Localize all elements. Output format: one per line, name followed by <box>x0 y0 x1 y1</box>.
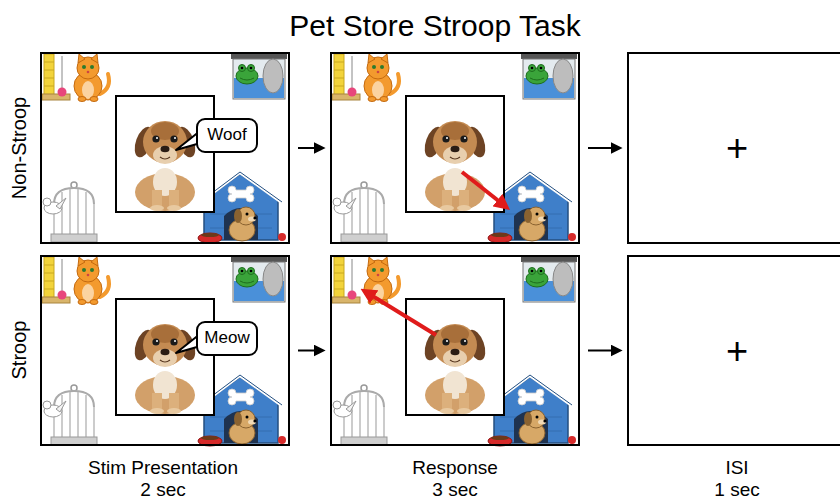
speech-text: Woof <box>207 126 246 145</box>
row-label: Stroop <box>8 321 30 380</box>
store-scene <box>42 54 287 243</box>
sequence-arrow <box>588 147 619 149</box>
scene-panel <box>330 255 580 446</box>
response-arrow <box>366 292 436 335</box>
scene-panel: Meow <box>40 255 290 446</box>
sequence-arrow <box>298 147 322 149</box>
phase-duration: 1 sec <box>714 480 759 501</box>
scene-panel: Woof <box>40 52 290 244</box>
fixation-panel: + <box>627 52 840 244</box>
speech-bubble: Meow <box>196 321 258 356</box>
speech-text: Meow <box>204 329 249 348</box>
store-scene <box>332 257 577 446</box>
response-arrow <box>462 172 505 206</box>
phase-name: ISI <box>725 458 748 479</box>
fixation-cross: + <box>726 129 748 167</box>
store-scene <box>42 257 287 446</box>
sequence-arrow <box>588 350 619 352</box>
scene-panel <box>330 52 580 244</box>
store-scene <box>332 54 577 243</box>
fixation-panel: + <box>627 255 840 446</box>
phase-name: Stim Presentation <box>88 458 238 479</box>
figure-title: Pet Store Stroop Task <box>289 9 580 42</box>
fixation-cross: + <box>726 332 748 370</box>
row-label: Non-Stroop <box>8 97 30 199</box>
phase-duration: 3 sec <box>432 480 477 501</box>
phase-name: Response <box>412 458 498 479</box>
sequence-arrow <box>298 350 322 352</box>
speech-bubble: Woof <box>196 118 258 153</box>
phase-duration: 2 sec <box>140 480 185 501</box>
